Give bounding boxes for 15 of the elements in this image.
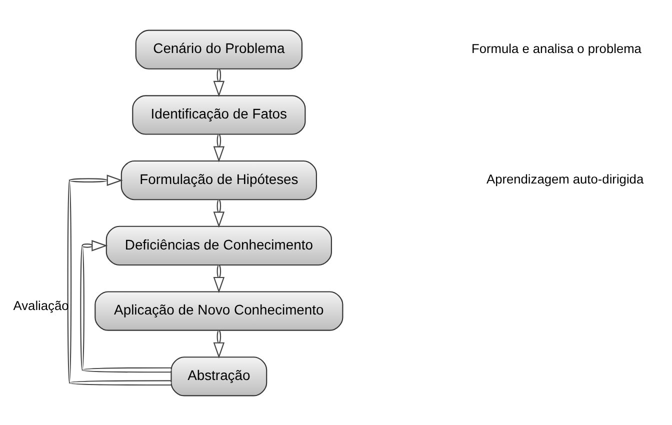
node-box: Abstração [170,356,268,396]
arrow [213,264,225,293]
arrow [213,330,225,358]
arrow [67,174,172,386]
node-box: Deficiências de Conhecimento [106,225,332,266]
label: Formula e analisa o problema [472,40,642,56]
node-box: Identificação de Fatos [132,94,306,134]
arrow [213,199,225,228]
arrow [213,134,225,162]
node-box: Formulação de Hipóteses [120,160,317,200]
arrow [213,68,225,96]
arrow [80,240,172,372]
node-box: Aplicação de Novo Conhecimento [94,290,344,330]
node-box: Cenário do Problema [135,29,303,69]
label: Aprendizagem auto-dirigida [486,171,644,186]
